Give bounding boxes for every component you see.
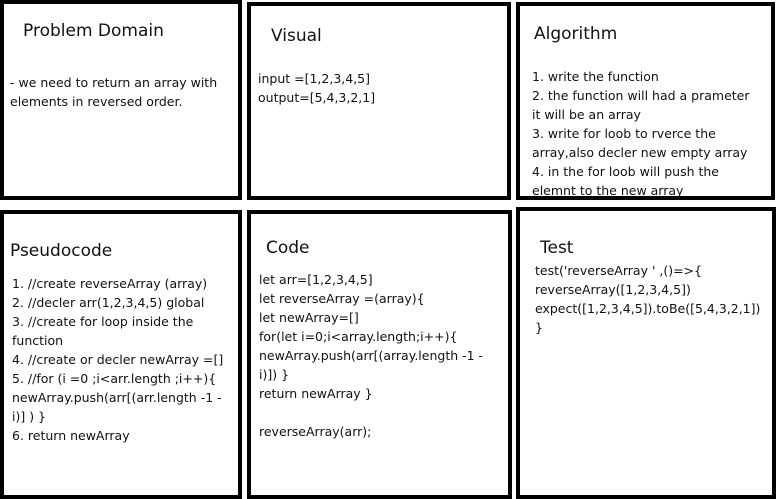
pseudocode-line: 3. //create for loop inside the [12, 314, 194, 329]
visual-panel: Visual input =[1,2,3,4,5] output=[5,4,3,… [247, 2, 511, 200]
algorithm-title: Algorithm [534, 24, 618, 44]
code-line: i)]) } [259, 367, 290, 382]
pseudocode-line: 5. //for (i =0 ;i<arr.length ;i++){ [12, 371, 217, 386]
algorithm-line: elemnt to the new array [532, 183, 684, 198]
pseudocode-title: Pseudocode [10, 241, 113, 261]
visual-line: output=[5,4,3,2,1] [258, 90, 376, 105]
pseudocode-line: newArray.push(arr[(arr.length -1 - [12, 390, 222, 405]
problem-domain-title: Problem Domain [23, 21, 164, 41]
code-text: let arr=[1,2,3,4,5] let reverseArray =(a… [259, 270, 508, 441]
code-title: Code [266, 238, 310, 258]
pseudocode-line: 4. //create or decler newArray =[] [12, 352, 224, 367]
test-line: reverseArray([1,2,3,4,5]) [535, 282, 691, 297]
pseudocode-text: 1. //create reverseArray (array) 2. //de… [12, 274, 238, 445]
test-title: Test [540, 238, 574, 258]
code-line: let reverseArray =(array){ [259, 291, 425, 306]
test-line: } [535, 320, 543, 335]
problem-domain-text: - we need to return an array with elemen… [10, 73, 236, 111]
pseudocode-line: 1. //create reverseArray (array) [12, 276, 208, 291]
pseudocode-line: function [12, 333, 64, 348]
test-line: expect([1,2,3,4,5]).toBe([5,4,3,2,1]) [535, 301, 761, 316]
code-line: return newArray } [259, 386, 373, 401]
code-line: let newArray=[] [259, 310, 359, 325]
test-text: test('reverseArray ' ,()=>{ reverseArray… [535, 261, 772, 337]
algorithm-line: 1. write the function [532, 69, 659, 84]
code-line [259, 403, 508, 422]
code-line: let arr=[1,2,3,4,5] [259, 272, 373, 287]
pseudocode-line: 6. return newArray [12, 428, 130, 443]
visual-line: input =[1,2,3,4,5] [258, 71, 371, 86]
algorithm-line: 2. the function will had a prameter [532, 88, 750, 103]
test-line: test('reverseArray ' ,()=>{ [535, 263, 702, 278]
problem-domain-line: elements in reversed order. [10, 94, 183, 109]
problem-domain-panel: Problem Domain - we need to return an ar… [0, 0, 242, 200]
algorithm-text: 1. write the function 2. the function wi… [532, 67, 768, 198]
code-line: for(let i=0;i<array.length;i++){ [259, 329, 458, 344]
algorithm-panel: Algorithm 1. write the function 2. the f… [516, 2, 775, 200]
pseudocode-line: 2. //decler arr(1,2,3,4,5) global [12, 295, 205, 310]
pseudocode-line: i)] ) } [12, 409, 47, 424]
visual-text: input =[1,2,3,4,5] output=[5,4,3,2,1] [258, 69, 503, 107]
algorithm-line: array,also decler new empty array [532, 145, 748, 160]
algorithm-line: it will be an array [532, 107, 641, 122]
code-line: reverseArray(arr); [259, 424, 372, 439]
code-panel: Code let arr=[1,2,3,4,5] let reverseArra… [247, 210, 512, 499]
algorithm-line: 4. in the for loob will push the [532, 164, 719, 179]
test-panel: Test test('reverseArray ' ,()=>{ reverse… [516, 207, 776, 499]
problem-domain-line: - we need to return an array with [10, 75, 218, 90]
visual-title: Visual [271, 26, 322, 46]
code-line: newArray.push(arr[(array.length -1 - [259, 348, 484, 363]
algorithm-line: 3. write for loob to rverce the [532, 126, 716, 141]
pseudocode-panel: Pseudocode 1. //create reverseArray (arr… [0, 210, 242, 499]
